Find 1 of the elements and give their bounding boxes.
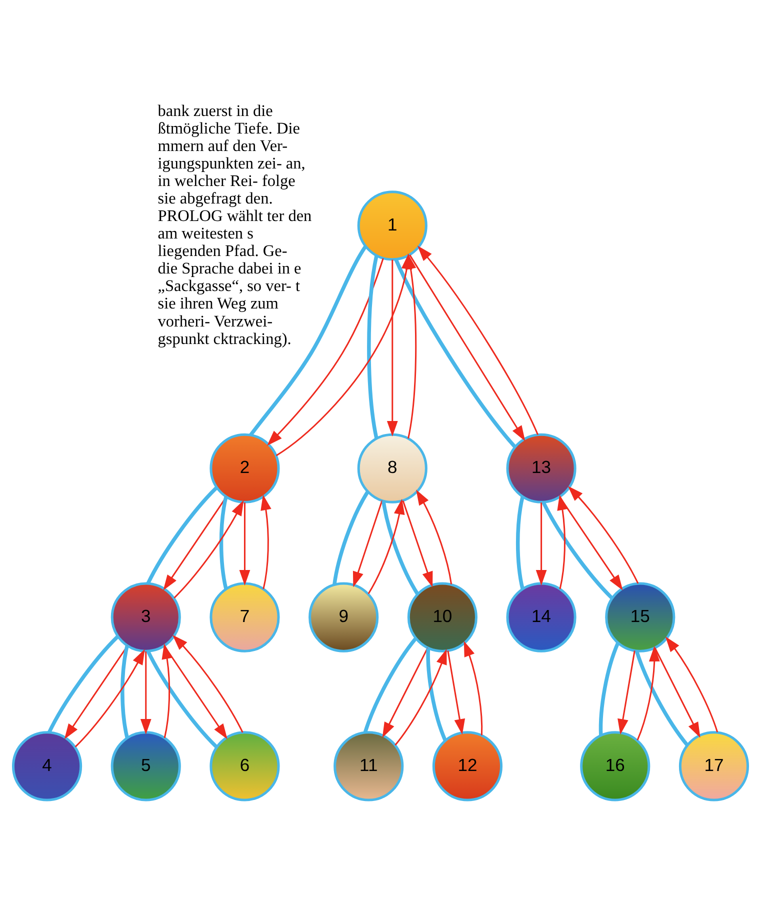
label: bank zuerst in die ßtmögliche Tiefe. Die mmern auf den Ver- igungspunkten zei- an, in welcher Rei- folge sie abgefragt den. PROLOG wählt ter den am weitesten s liegenden Pfad. Ge- die Sprache dabei in e „Sackgasse“, so ver- t sie ihren Weg zum vorheri- Verzwei- gspunkt cktracking). [158, 102, 312, 348]
